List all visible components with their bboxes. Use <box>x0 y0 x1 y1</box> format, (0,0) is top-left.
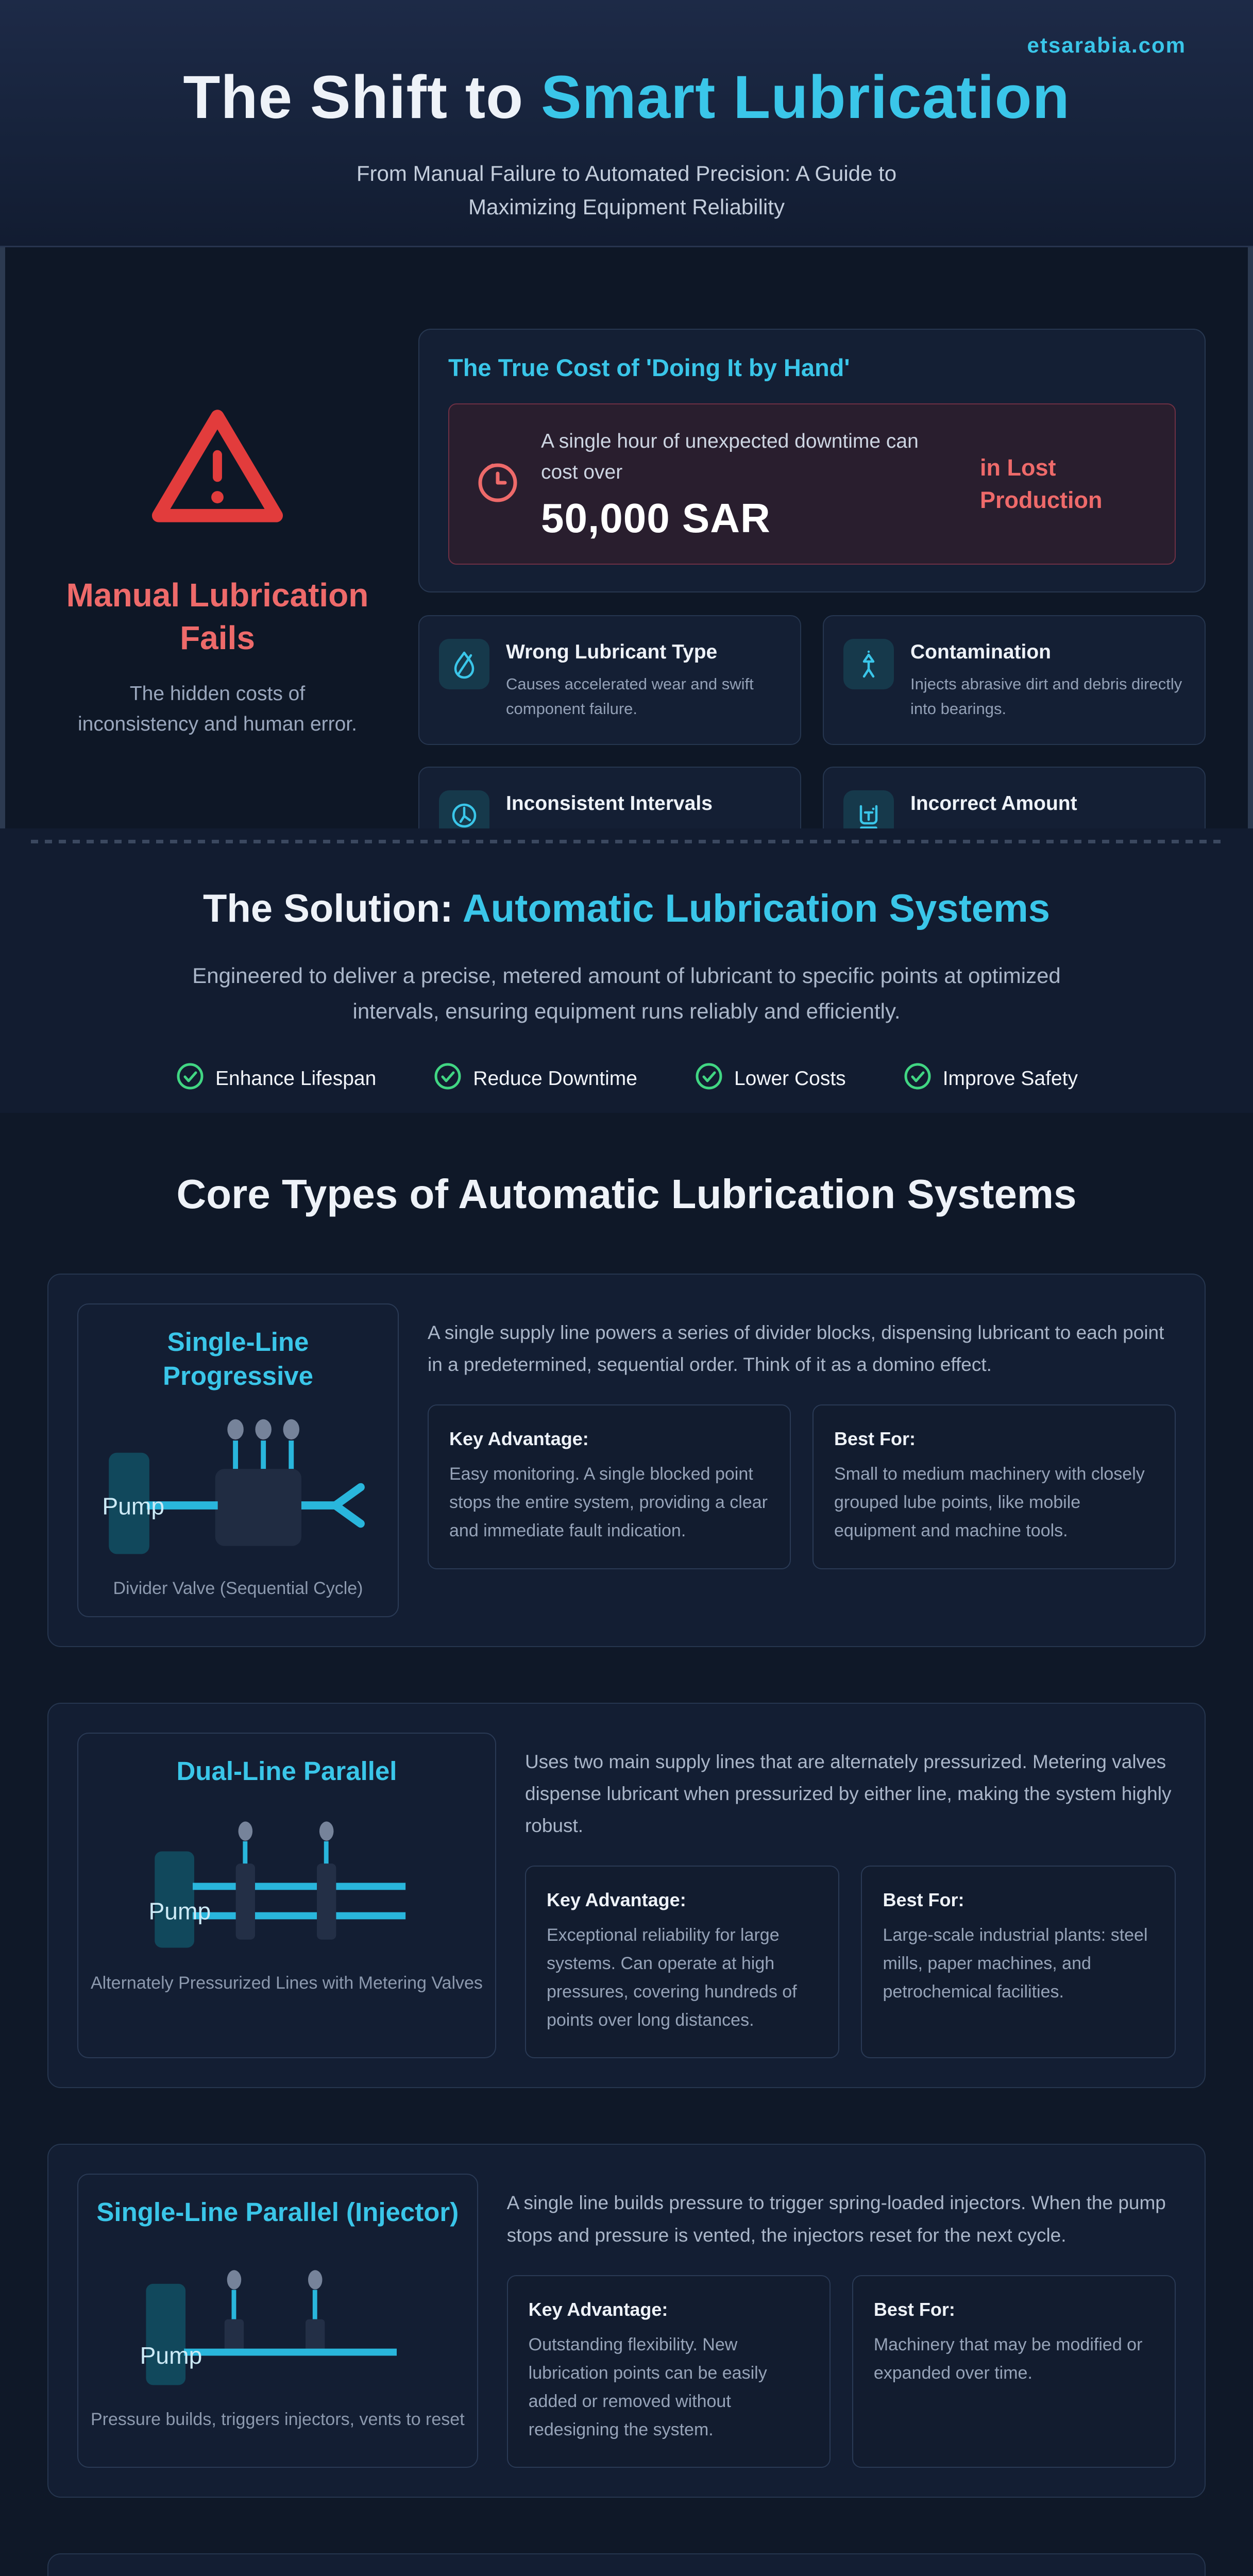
clock-alert-icon <box>474 459 521 509</box>
best-for-label: Best For: <box>883 1889 964 1911</box>
pump-label: Pump <box>102 1493 164 1519</box>
issue-desc: Causes accelerated wear and swift compon… <box>506 674 754 718</box>
manual-failure-section: Manual Lubrication Fails The hidden cost… <box>0 247 1253 897</box>
check-circle-icon <box>903 1061 933 1096</box>
system-title: Dual-Line Parallel <box>176 1756 397 1786</box>
diagram-caption: Pressure builds, triggers injectors, ven… <box>91 2409 465 2429</box>
downtime-cost-callout: A single hour of unexpected downtime can… <box>448 403 1176 565</box>
page-title: The Shift to Smart Lubrication <box>0 0 1253 130</box>
system-details: A single supply line powers a series of … <box>428 1303 1176 1617</box>
issue-title: Wrong Lubricant Type <box>506 640 718 663</box>
benefit-label: Improve Safety <box>942 1067 1078 1090</box>
benefit-item: Enhance Lifespan <box>175 1061 376 1096</box>
manual-failure-heading: Manual Lubrication Fails <box>66 577 369 657</box>
true-cost-title: The True Cost of 'Doing It by Hand' <box>448 354 850 381</box>
system-title: Single-Line Progressive <box>162 1327 313 1391</box>
system-fact-boxes: Key Advantage: Outstanding flexibility. … <box>506 2275 1176 2468</box>
system-fact-boxes: Key Advantage: Easy monitoring. A single… <box>428 1404 1176 1569</box>
system-title: Single-Line Parallel (Injector) <box>96 2197 459 2227</box>
key-advantage-text: Outstanding flexibility. New lubrication… <box>528 2334 767 2439</box>
true-cost-card: The True Cost of 'Doing It by Hand' A si… <box>418 329 1206 592</box>
oil-can-icon <box>439 638 489 689</box>
benefits-row: Enhance Lifespan Reduce Downtime Lower C… <box>0 1061 1253 1096</box>
page-title-accent: Smart Lubrication <box>540 63 1070 131</box>
benefit-item: Improve Safety <box>903 1061 1078 1096</box>
solution-section: The Solution: Automatic Lubrication Syst… <box>0 828 1253 1113</box>
downtime-cost-text: A single hour of unexpected downtime can… <box>541 426 960 542</box>
best-for-box: Best For: Machinery that may be modified… <box>852 2275 1176 2468</box>
solution-heading: The Solution: Automatic Lubrication Syst… <box>0 828 1253 931</box>
key-advantage-box: Key Advantage: Easy monitoring. A single… <box>428 1404 791 1569</box>
issue-title: Contamination <box>910 640 1051 663</box>
issue-title: Inconsistent Intervals <box>506 792 713 815</box>
key-advantage-text: Exceptional reliability for large system… <box>546 1925 797 2030</box>
best-for-text: Large-scale industrial plants: steel mil… <box>883 1925 1148 2002</box>
single-line-progressive-diagram: Pump <box>91 1412 385 1569</box>
system-diagram-panel: Single-Line Parallel (Injector) Pump <box>77 2174 478 2468</box>
issue-title: Incorrect Amount <box>910 792 1077 815</box>
issue-text: Wrong Lubricant Type Causes accelerated … <box>506 639 781 721</box>
key-advantage-box: Key Advantage: Exceptional reliability f… <box>524 1866 840 2059</box>
solution-heading-white: The Solution: <box>203 887 463 930</box>
downtime-cost-line: A single hour of unexpected downtime can… <box>541 430 919 484</box>
best-for-box: Best For: Large-scale industrial plants:… <box>861 1866 1176 2059</box>
system-card-single-point-lubricators: Single-Point Lubricators Self-Contained … <box>47 2553 1206 2576</box>
benefit-label: Lower Costs <box>734 1067 846 1090</box>
diagram-caption: Divider Valve (Sequential Cycle) <box>113 1578 363 1598</box>
key-advantage-label: Key Advantage: <box>449 1428 589 1450</box>
issue-desc: Injects abrasive dirt and debris directl… <box>910 674 1182 718</box>
issue-card-wrong-lubricant: Wrong Lubricant Type Causes accelerated … <box>418 615 801 745</box>
dust-ingress-icon <box>843 638 894 689</box>
best-for-text: Small to medium machinery with closely g… <box>834 1464 1145 1541</box>
manual-failure-subheading: The hidden costs of inconsistency and hu… <box>78 683 357 735</box>
system-card-single-line-progressive: Single-Line Progressive P <box>47 1274 1206 1647</box>
manual-failure-summary: Manual Lubrication Fails The hidden cost… <box>47 247 387 828</box>
warning-triangle-icon <box>148 402 286 530</box>
benefit-item: Reduce Downtime <box>433 1061 637 1096</box>
best-for-text: Machinery that may be modified or expand… <box>873 2334 1143 2383</box>
site-link[interactable]: etsarabia.com <box>1027 33 1186 57</box>
page-title-white: The Shift to <box>183 63 541 131</box>
best-for-label: Best For: <box>834 1428 916 1450</box>
key-advantage-label: Key Advantage: <box>528 2298 668 2320</box>
header: etsarabia.com The Shift to Smart Lubrica… <box>0 0 1253 247</box>
benefit-label: Reduce Downtime <box>473 1067 637 1090</box>
pump-label: Pump <box>149 1897 211 1924</box>
key-advantage-box: Key Advantage: Outstanding flexibility. … <box>506 2275 831 2468</box>
issue-card-contamination: Contamination Injects abrasive dirt and … <box>823 615 1206 745</box>
best-for-box: Best For: Small to medium machinery with… <box>812 1404 1176 1569</box>
system-diagram-panel: Single-Line Progressive P <box>77 1303 399 1617</box>
system-fact-boxes: Key Advantage: Exceptional reliability f… <box>524 1866 1176 2059</box>
solution-paragraph: Engineered to deliver a precise, metered… <box>192 963 1061 1024</box>
benefit-label: Enhance Lifespan <box>215 1067 377 1090</box>
key-advantage-text: Easy monitoring. A single blocked point … <box>449 1464 768 1541</box>
issue-text: Contamination Injects abrasive dirt and … <box>910 639 1185 721</box>
benefit-item: Lower Costs <box>694 1061 846 1096</box>
downtime-cost-amount: 50,000 SAR <box>541 495 771 541</box>
single-line-injector-diagram: Pump <box>130 2248 425 2400</box>
system-card-dual-line-parallel: Dual-Line Parallel Pump <box>47 1702 1206 2089</box>
key-advantage-label: Key Advantage: <box>546 1889 686 1911</box>
core-types-heading: Core Types of Automatic Lubrication Syst… <box>176 1171 1077 1217</box>
diagram-caption: Alternately Pressurized Lines with Meter… <box>91 1973 483 1993</box>
system-description: Uses two main supply lines that are alte… <box>524 1751 1172 1836</box>
system-details: A single line builds pressure to trigger… <box>506 2174 1176 2468</box>
system-diagram-panel: Dual-Line Parallel Pump <box>77 1732 496 2059</box>
page-subtitle: From Manual Failure to Automated Precisi… <box>356 161 897 219</box>
check-circle-icon <box>175 1061 205 1096</box>
pump-label: Pump <box>140 2342 202 2369</box>
dual-line-parallel-diagram: Pump <box>139 1807 434 1964</box>
system-description: A single line builds pressure to trigger… <box>506 2192 1166 2246</box>
system-description: A single supply line powers a series of … <box>428 1322 1164 1376</box>
system-details: Uses two main supply lines that are alte… <box>524 1733 1176 2059</box>
manual-failure-details: The True Cost of 'Doing It by Hand' A si… <box>418 247 1206 897</box>
system-card-single-line-parallel-injector: Single-Line Parallel (Injector) Pump <box>47 2144 1206 2498</box>
check-circle-icon <box>433 1061 463 1096</box>
downtime-cost-suffix: in Lost Production <box>980 454 1103 514</box>
solution-heading-accent: Automatic Lubrication Systems <box>462 887 1050 930</box>
core-types-section: Core Types of Automatic Lubrication Syst… <box>0 1113 1253 2576</box>
best-for-label: Best For: <box>873 2298 955 2320</box>
check-circle-icon <box>694 1061 724 1096</box>
